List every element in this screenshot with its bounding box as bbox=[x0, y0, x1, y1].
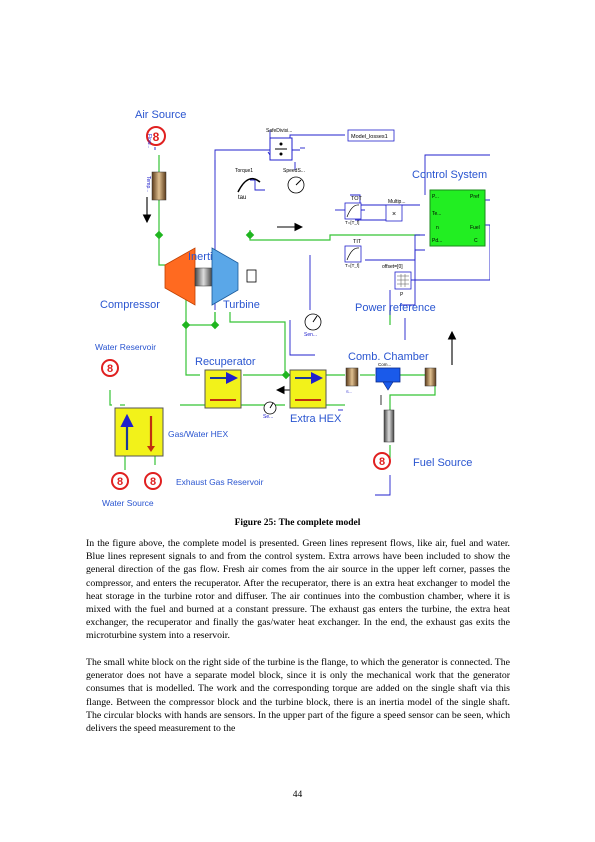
figure-caption: Figure 25: The complete model bbox=[234, 518, 361, 528]
exhaust-gas-reservoir-label: Exhaust Gas Reservoir bbox=[176, 477, 264, 487]
safe-division-label: SafeDivisi... bbox=[266, 128, 292, 134]
complete-model-diagram: 8 Flow... Air Source Temp... Compressor … bbox=[95, 109, 490, 508]
compressor-label: Compressor bbox=[100, 299, 160, 311]
tot-sensor-block: TOT T=[T_f] bbox=[344, 196, 363, 225]
control-port-te: Te... bbox=[432, 211, 441, 217]
control-port-pref: Pref bbox=[470, 194, 480, 200]
svg-text:8: 8 bbox=[107, 363, 113, 375]
sen3-label: S... bbox=[346, 389, 352, 394]
water-source-block: 8 bbox=[111, 472, 129, 490]
temp-filter-2-label: T=[T_f] bbox=[345, 263, 359, 268]
model-losses-block: Model_losses1 bbox=[347, 129, 395, 142]
svg-text:8: 8 bbox=[379, 456, 385, 468]
inertia-label: Inertia bbox=[188, 251, 219, 263]
recuperator-sensor: Se... bbox=[263, 401, 277, 420]
paragraph-2: The small white block on the right side … bbox=[86, 656, 510, 735]
recuperator-block bbox=[204, 369, 242, 409]
extra-hex-label: Extra HEX bbox=[290, 413, 342, 425]
flow-label: Flow... bbox=[146, 134, 152, 148]
tau-label: tau bbox=[238, 195, 246, 201]
comb-chamber-label: Comb. Chamber bbox=[348, 351, 429, 363]
paragraph-2-text: The small white block on the right side … bbox=[86, 657, 510, 735]
paragraph-1-text: In the figure above, the complete model … bbox=[86, 538, 510, 642]
tit-sensor-block: TIT T=[T_f] bbox=[344, 239, 362, 268]
comb-small-label: Com... bbox=[378, 362, 391, 367]
control-system-block: P... Te... n Pd... Pref Fuel C bbox=[429, 189, 486, 247]
svg-text:8: 8 bbox=[117, 476, 123, 488]
svg-text:8: 8 bbox=[150, 476, 156, 488]
power-reference-block: offset=[0] P bbox=[382, 264, 412, 298]
control-port-n: n bbox=[436, 225, 439, 231]
extra-hex-block bbox=[289, 369, 327, 409]
sen2-label: Se... bbox=[263, 414, 273, 420]
power-reference-label: Power reference bbox=[355, 302, 436, 314]
temp-filter-1-label: T=[T_f] bbox=[345, 220, 359, 225]
control-port-fuel: Fuel bbox=[470, 225, 480, 231]
p-block-label: P bbox=[400, 292, 404, 298]
sen1-label: Sen... bbox=[304, 332, 317, 338]
fuel-source-block: 8 bbox=[373, 452, 391, 470]
compressor-block bbox=[164, 247, 196, 306]
safe-division-block: SafeDivisi... bbox=[266, 128, 293, 161]
speed-sensor-block: SpeedS... bbox=[283, 168, 305, 194]
torque-block: Torque1 tau bbox=[235, 168, 261, 201]
flow-junctions bbox=[154, 230, 291, 380]
fuel-inlet-tube bbox=[383, 409, 395, 443]
torque-label: Torque1 bbox=[235, 168, 253, 174]
svg-text:×: × bbox=[392, 211, 396, 218]
model-losses-label: Model_losses1 bbox=[351, 134, 388, 140]
multip-label: Multip... bbox=[388, 199, 406, 205]
page-number: 44 bbox=[292, 790, 303, 800]
tit-label: TIT bbox=[353, 239, 362, 245]
svg-text:8: 8 bbox=[153, 130, 160, 144]
control-port-c: C bbox=[474, 238, 478, 244]
paragraph-1: In the figure above, the complete model … bbox=[86, 537, 510, 643]
turbine-outlet-sensor: Sen... bbox=[304, 313, 322, 338]
turbine-label: Turbine bbox=[223, 299, 260, 311]
control-system-label: Control System bbox=[412, 169, 487, 181]
water-reservoir-label: Water Reservoir bbox=[95, 342, 156, 352]
air-source-label: Air Source bbox=[135, 109, 186, 121]
fuel-source-label: Fuel Source bbox=[413, 457, 472, 469]
turbine-block bbox=[211, 247, 257, 306]
inertia-block bbox=[194, 267, 213, 287]
gas-water-hex-block bbox=[114, 407, 164, 457]
air-inlet-tube: Temp... bbox=[145, 171, 167, 201]
control-port-pd: Pd... bbox=[432, 238, 442, 244]
comb-chamber-block: S... Com... bbox=[345, 362, 437, 405]
recuperator-label: Recuperator bbox=[195, 356, 256, 368]
exhaust-gas-reservoir-block: 8 bbox=[144, 472, 162, 490]
air-source-block: 8 Flow... bbox=[145, 125, 167, 148]
water-reservoir-block: 8 bbox=[101, 359, 119, 377]
offset-label: offset=[0] bbox=[382, 264, 403, 270]
tot-label: TOT bbox=[351, 196, 363, 202]
speed-sensor-label: SpeedS... bbox=[283, 168, 305, 174]
signal-lines bbox=[154, 130, 490, 496]
water-source-label: Water Source bbox=[102, 498, 154, 508]
gas-water-hex-label: Gas/Water HEX bbox=[168, 429, 228, 439]
multiplier-block: Multip... × bbox=[385, 199, 406, 222]
temp-label: Temp... bbox=[145, 176, 151, 192]
control-port-p: P... bbox=[432, 194, 439, 200]
